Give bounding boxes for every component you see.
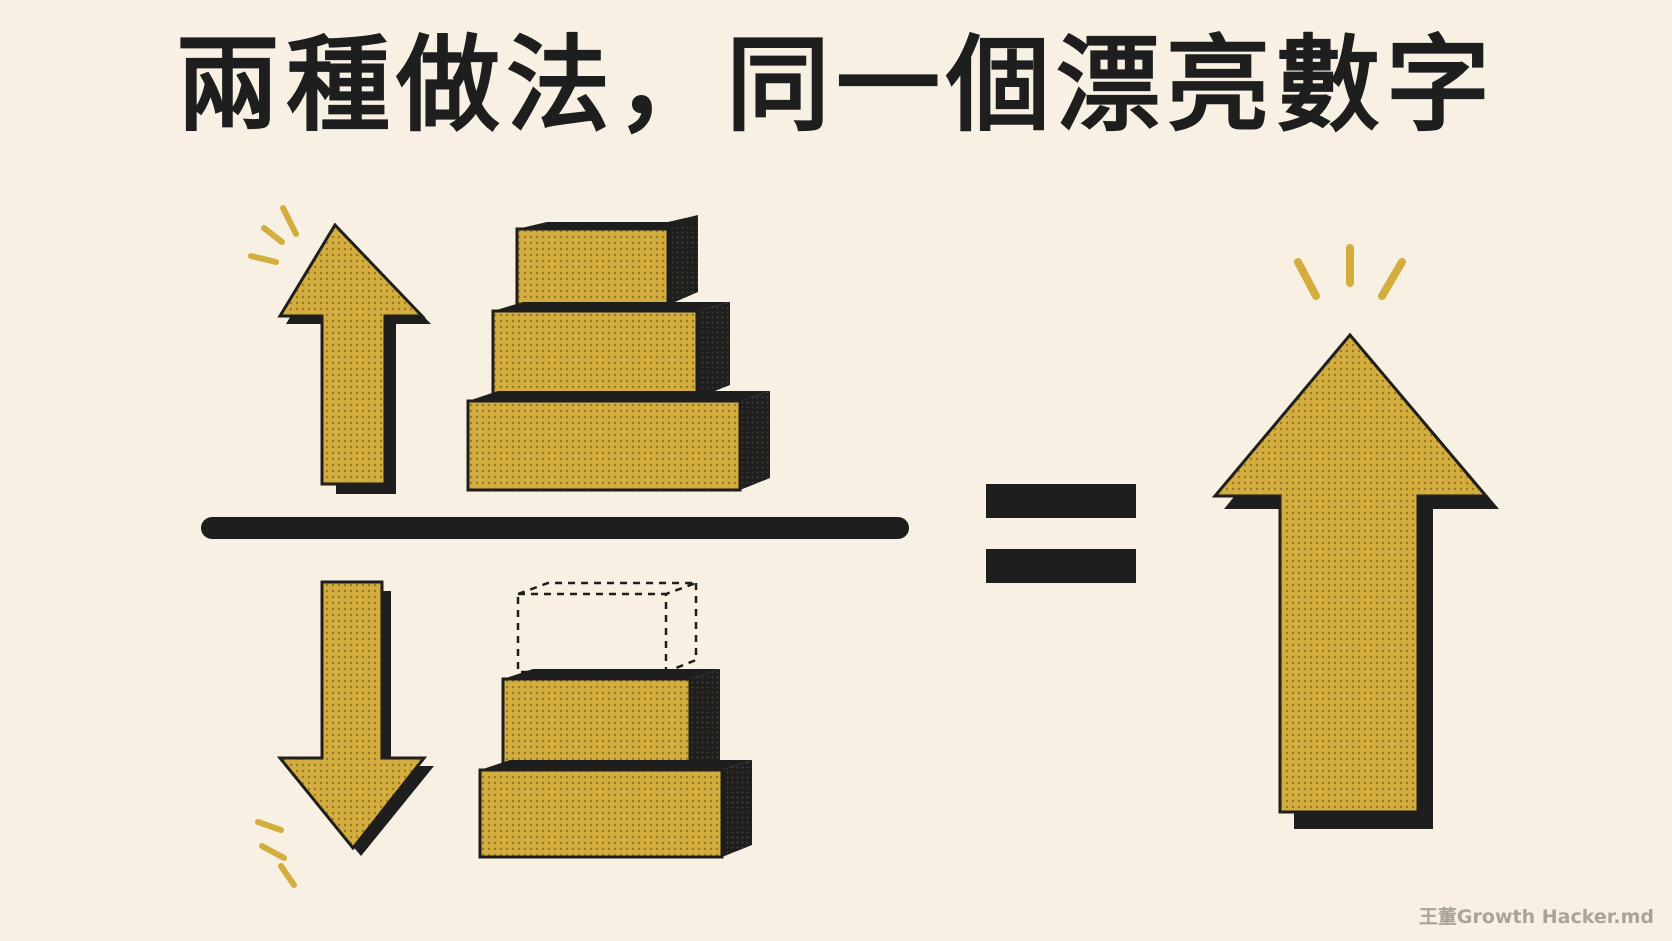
block-middle <box>491 302 730 400</box>
block-top <box>515 215 698 307</box>
sparkle-lines-icon <box>248 205 299 265</box>
block-bottom <box>478 760 752 859</box>
removed-block-outline <box>516 581 698 674</box>
large-up-arrow-icon <box>1211 332 1499 829</box>
equals-icon <box>986 484 1136 583</box>
watermark: 王董Growth Hacker.md <box>1418 906 1654 928</box>
block-stack-upper <box>466 215 770 492</box>
block-stack-lower <box>478 581 752 859</box>
sparkle-lines-icon <box>1294 244 1406 300</box>
block-middle <box>501 669 720 774</box>
block-bottom <box>466 391 770 492</box>
sparkle-lines-icon <box>255 819 297 888</box>
down-arrow-icon <box>276 580 434 856</box>
page-title: 兩種做法，同一個漂亮數字 <box>175 24 1496 146</box>
up-arrow-icon <box>277 222 431 494</box>
